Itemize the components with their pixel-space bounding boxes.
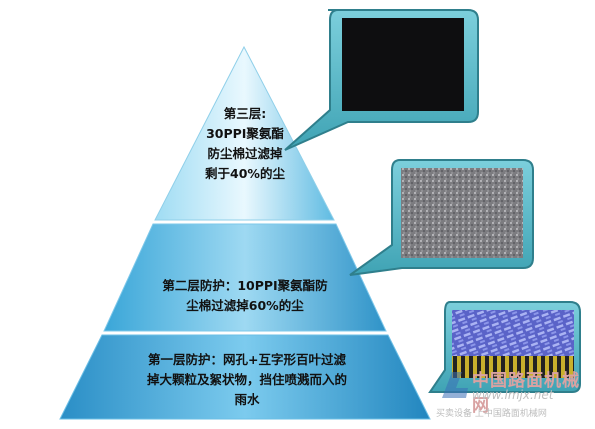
layer-top-line: 30PPI聚氨酯 xyxy=(206,126,284,141)
mesh-image xyxy=(452,310,574,358)
layer-bottom-line: 第一层防护：网孔+互字形百叶过滤 xyxy=(148,352,346,367)
layer-bottom-text: 第一层防护：网孔+互字形百叶过滤 掉大颗粒及絮状物，挡住喷溅而入的 雨水 xyxy=(112,350,382,410)
watermark: 中国路面机械网 www.lmjx.net 买卖设备 上中国路面机械网 xyxy=(436,362,594,426)
layer-top-line: 剩于40%的尘 xyxy=(205,166,285,181)
layer-middle-line: 尘棉过滤掉60%的尘 xyxy=(186,298,304,313)
watermark-logo-icon xyxy=(442,372,468,398)
watermark-subtitle: 买卖设备 上中国路面机械网 xyxy=(436,409,547,419)
layer-bottom-line: 掉大颗粒及絮状物，挡住喷溅而入的 xyxy=(146,372,347,387)
layer-bottom-line: 雨水 xyxy=(234,392,260,407)
layer-top-line: 第三层: xyxy=(223,106,267,121)
grey-foam-image xyxy=(401,168,523,258)
pyramid-layer-top xyxy=(154,45,335,221)
pyramid-layer-bottom xyxy=(59,334,431,420)
layer-middle-text: 第二层防护：10PPI聚氨酯防 尘棉过滤掉60%的尘 xyxy=(140,276,350,316)
pyramid-layer-middle xyxy=(103,223,387,332)
layer-top-text: 第三层: 30PPI聚氨酯 防尘棉过滤掉 剩于40%的尘 xyxy=(190,104,300,184)
grille-image xyxy=(452,356,574,378)
layer-middle-line: 第二层防护：10PPI聚氨酯防 xyxy=(162,278,328,293)
watermark-url: www.lmjx.net xyxy=(472,388,554,402)
layer-top-line: 防尘棉过滤掉 xyxy=(207,146,283,161)
black-foam-image xyxy=(342,18,464,111)
watermark-name: 中国路面机械网 xyxy=(472,371,580,416)
